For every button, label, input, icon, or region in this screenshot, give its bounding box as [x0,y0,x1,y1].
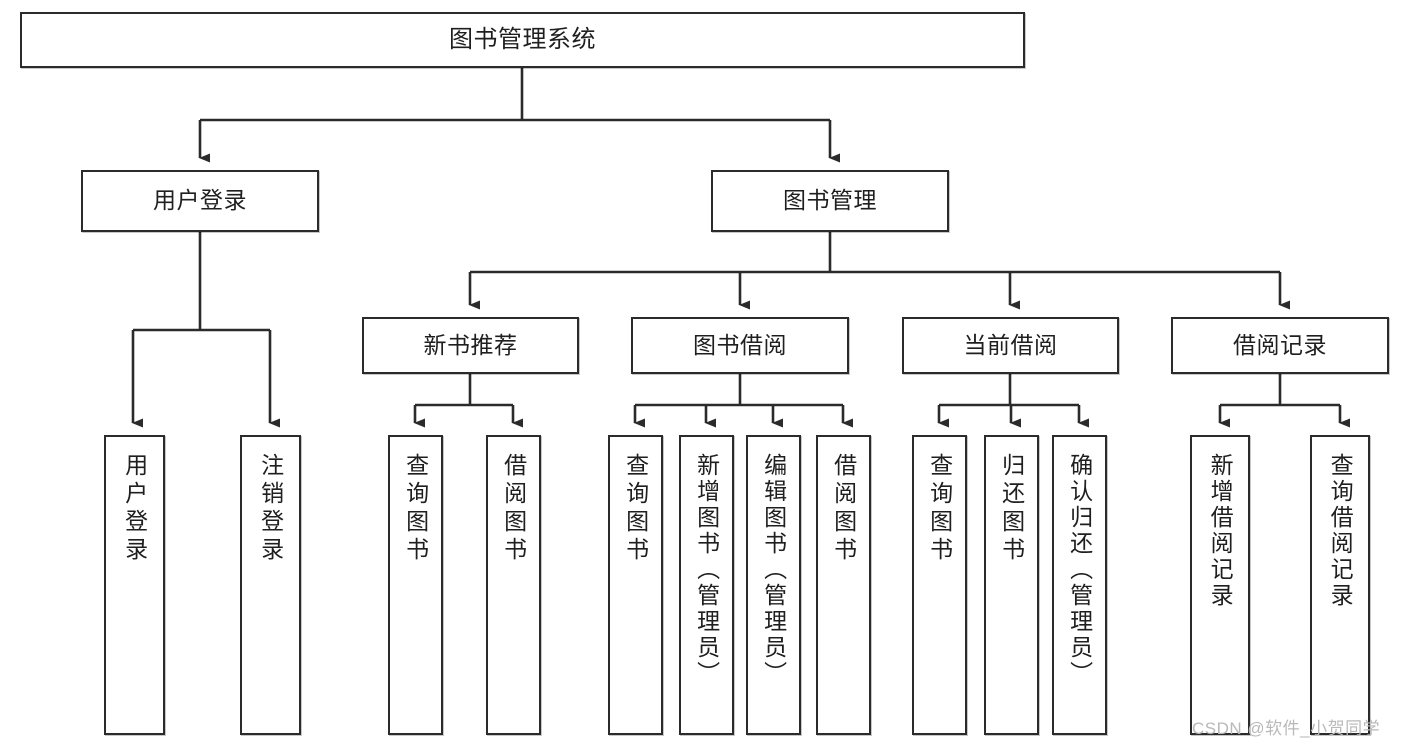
node-label: 用户登录 [121,453,148,565]
node-root-book-management-system[interactable]: 图书管理系统 [20,12,1025,68]
node-leaf-nbr-borrow-book[interactable]: 借阅图书 [486,435,541,735]
node-label: 编辑图书（管理员） [760,453,787,687]
node-label: 新增图书（管理员） [693,453,720,687]
node-leaf-cb-query-book[interactable]: 查询图书 [912,435,967,735]
node-label: 借阅图书 [830,453,857,565]
node-label: 图书管理 [783,187,877,214]
node-leaf-bb-edit-book-admin[interactable]: 编辑图书（管理员） [746,435,801,735]
node-user-login[interactable]: 用户登录 [81,170,319,232]
node-leaf-br-query-record[interactable]: 查询借阅记录 [1310,435,1370,735]
node-label: 确认归还（管理员） [1066,453,1093,687]
node-book-borrow[interactable]: 图书借阅 [631,317,849,374]
node-label: 查询图书 [402,453,429,565]
node-label: 图书管理系统 [449,25,596,53]
node-leaf-bb-borrow-book[interactable]: 借阅图书 [816,435,871,735]
node-label: 注销登录 [257,453,284,565]
node-label: 借阅图书 [500,453,527,565]
node-label: 查询借阅记录 [1327,453,1354,609]
node-label: 新增借阅记录 [1207,453,1234,609]
node-leaf-cb-confirm-return-admin[interactable]: 确认归还（管理员） [1052,435,1107,735]
node-leaf-cb-return-book[interactable]: 归还图书 [984,435,1039,735]
node-label: 查询图书 [926,453,953,565]
node-borrow-record[interactable]: 借阅记录 [1171,317,1389,374]
node-label: 用户登录 [153,187,247,214]
node-label: 当前借阅 [963,331,1058,358]
node-leaf-bb-add-book-admin[interactable]: 新增图书（管理员） [679,435,734,735]
node-leaf-nbr-query-book[interactable]: 查询图书 [388,435,443,735]
node-book-management[interactable]: 图书管理 [711,170,949,232]
node-label: 图书借阅 [693,331,787,358]
node-current-borrow[interactable]: 当前借阅 [902,317,1119,374]
node-leaf-bb-query-book[interactable]: 查询图书 [608,435,663,735]
node-leaf-user-login[interactable]: 用户登录 [104,435,165,735]
node-label: 查询图书 [622,453,649,565]
node-leaf-br-add-record[interactable]: 新增借阅记录 [1190,435,1250,735]
node-new-book-recommendation[interactable]: 新书推荐 [362,317,579,374]
node-leaf-user-logout[interactable]: 注销登录 [240,435,301,735]
csdn-watermark: CSDN @软件_小贺同学 [1192,719,1381,738]
node-label: 新书推荐 [423,331,518,358]
node-label: 归还图书 [998,453,1025,565]
node-label: 借阅记录 [1233,331,1327,358]
